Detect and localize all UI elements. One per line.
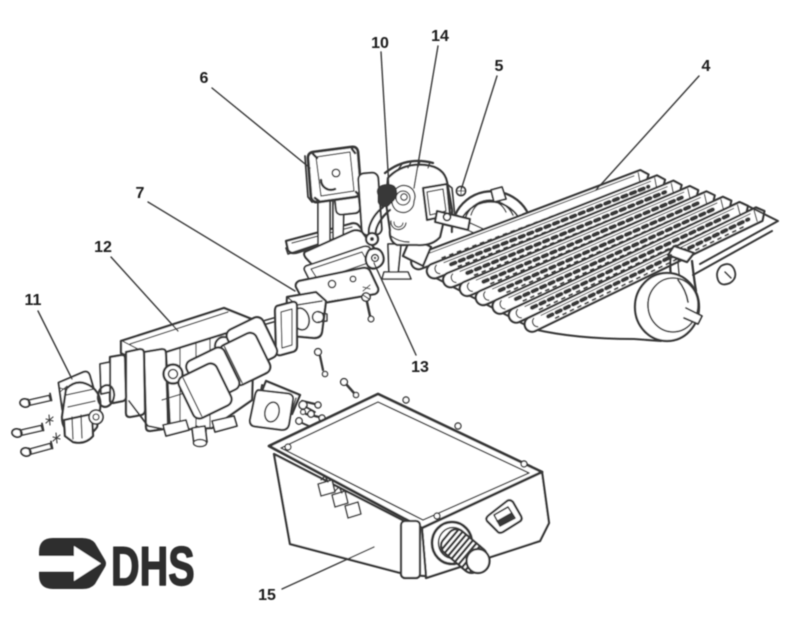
svg-text:4: 4: [702, 58, 711, 75]
svg-text:11: 11: [25, 292, 42, 309]
svg-text:15: 15: [258, 587, 276, 604]
svg-text:14: 14: [431, 28, 449, 45]
svg-text:13: 13: [411, 359, 429, 376]
svg-text:10: 10: [371, 35, 389, 52]
svg-text:12: 12: [94, 239, 112, 256]
svg-text:DHS: DHS: [111, 535, 195, 597]
svg-text:6: 6: [200, 70, 209, 87]
svg-text:5: 5: [495, 58, 504, 75]
svg-text:7: 7: [136, 185, 145, 202]
